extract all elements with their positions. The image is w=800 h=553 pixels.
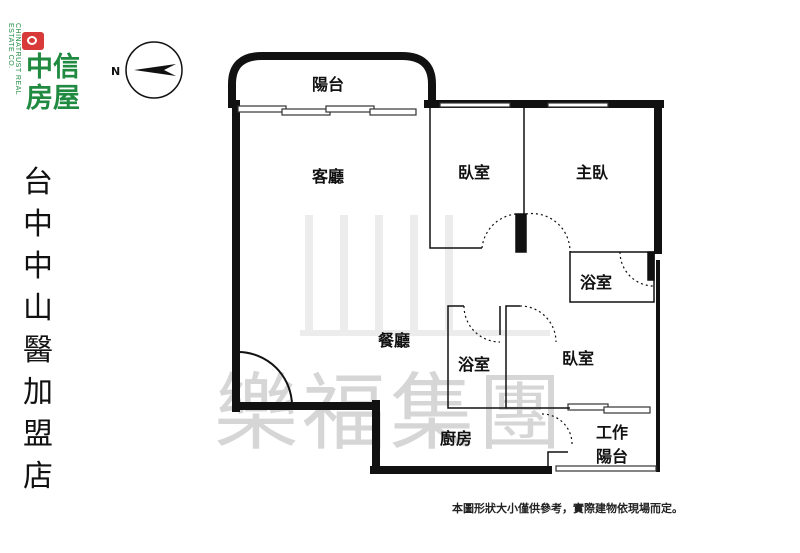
store-name-char: 中 [23, 249, 53, 284]
label-bathroom-1: 浴室 [580, 273, 612, 292]
store-name-char: 加 [23, 375, 53, 410]
store-name-char: 盟 [23, 417, 53, 452]
brand-name: 中信房屋 [26, 52, 80, 114]
label-work-balcony-2: 陽台 [596, 447, 628, 466]
windows [237, 102, 657, 472]
store-name-char: 台 [23, 165, 53, 200]
brand-emblem-icon [22, 32, 44, 50]
watermark: 樂福集團 [214, 215, 566, 462]
store-name-char: 店 [23, 459, 53, 494]
door-swings [463, 212, 655, 445]
label-dining-room: 餐廳 [377, 331, 410, 350]
label-bathroom-2: 浴室 [458, 355, 490, 374]
store-name-char: 醫 [23, 333, 53, 368]
label-kitchen: 廚房 [440, 429, 472, 448]
label-living-room: 客廳 [312, 167, 344, 186]
label-bedroom-1: 臥室 [458, 163, 490, 182]
label-work-balcony-1: 工作 [596, 423, 628, 442]
compass-icon: N [111, 41, 183, 99]
label-master-bedroom: 主臥 [576, 163, 609, 182]
entry-door [236, 351, 293, 407]
interior-walls [429, 106, 655, 470]
brand-logo: 中信房屋 CHINATRUST REAL ESTATE CO. [0, 14, 84, 136]
store-name-char: 山 [23, 291, 53, 326]
store-name: 台 中 中 山 醫 加 盟 店 [18, 162, 58, 498]
label-bedroom-2: 臥室 [562, 349, 594, 368]
compass-north-label: N [111, 65, 120, 78]
disclaimer-note: 本圖形狀大小僅供參考，實際建物依現場而定。 [452, 502, 683, 515]
watermark-text: 樂福集團 [214, 364, 566, 462]
label-balcony: 陽台 [312, 75, 344, 94]
store-name-char: 中 [23, 207, 53, 242]
